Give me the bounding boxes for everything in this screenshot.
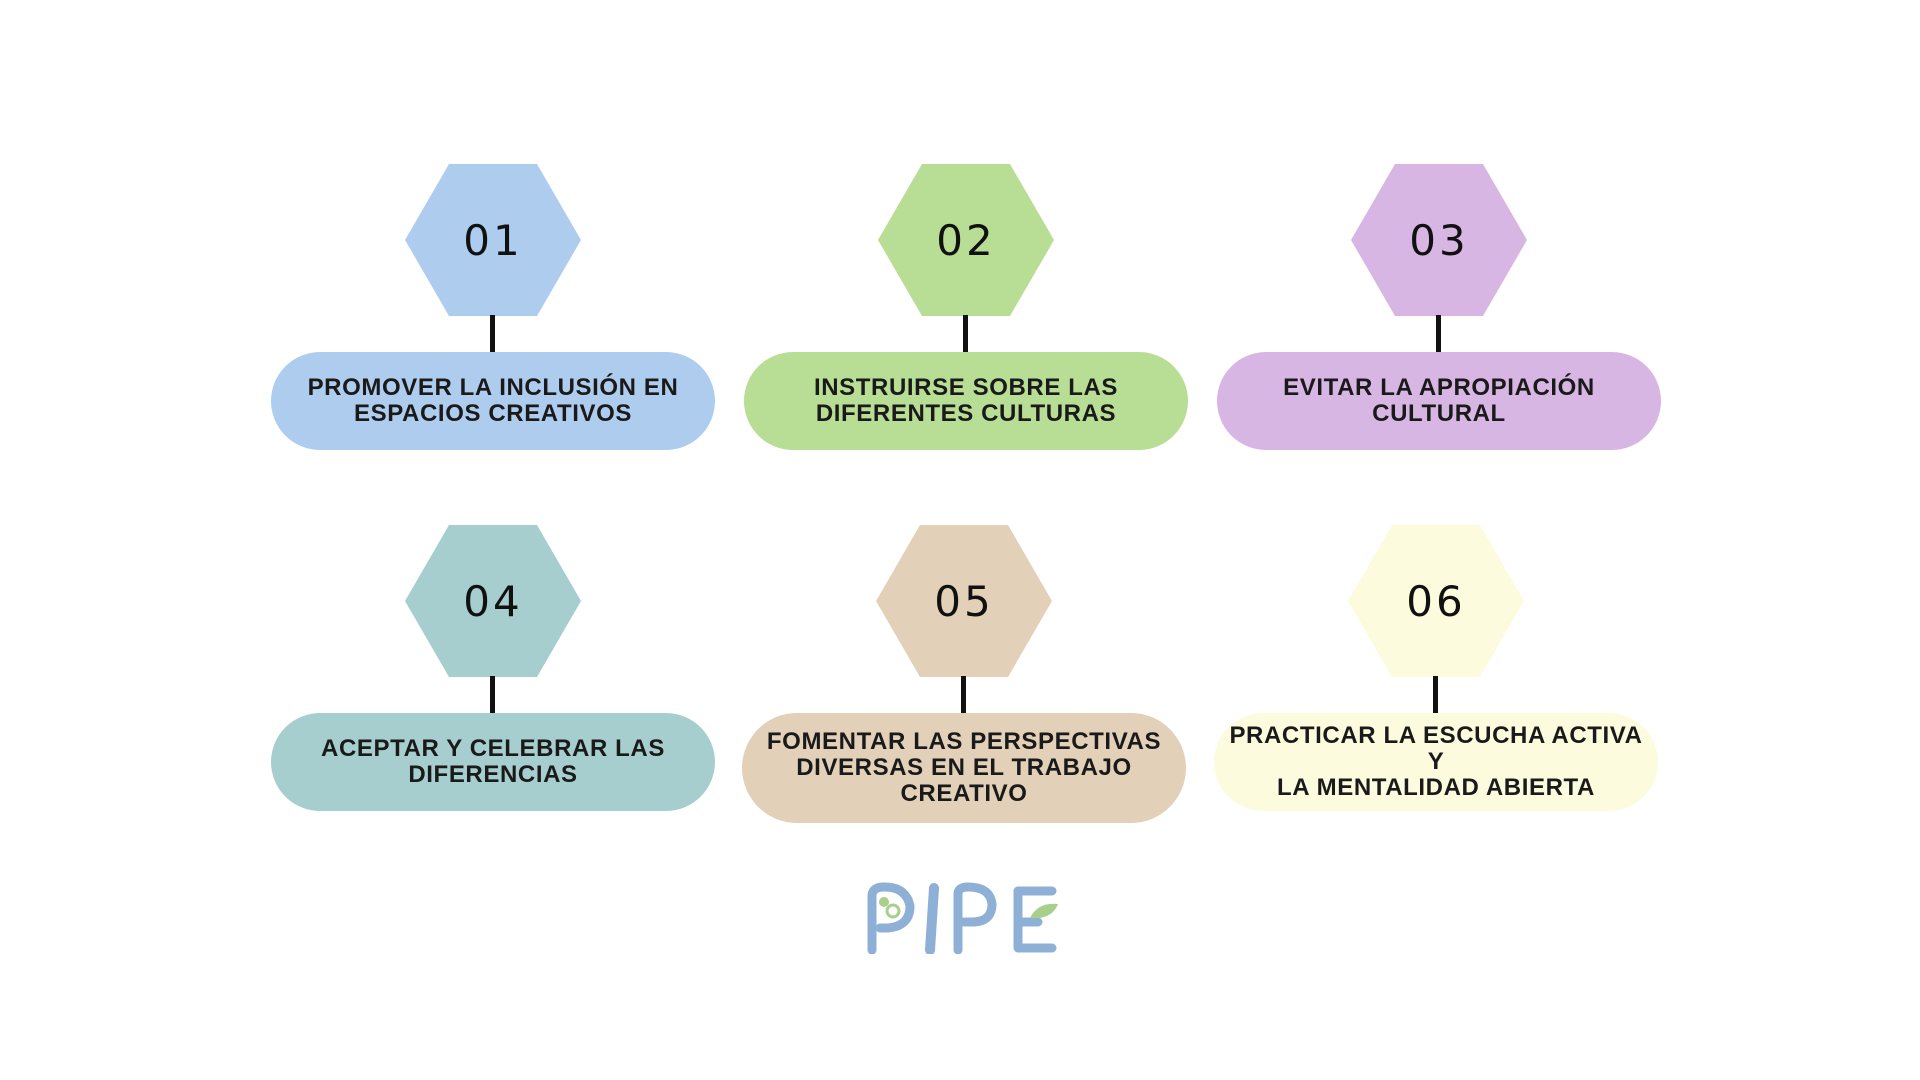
hexagon-badge: 05 [876, 525, 1052, 677]
step-label-pill: ACEPTAR Y CELEBRAR LAS DIFERENCIAS [271, 713, 715, 811]
connector-line [1436, 315, 1441, 353]
hexagon-badge: 06 [1348, 525, 1524, 677]
hexagon-badge: 02 [878, 164, 1054, 316]
step-label: INSTRUIRSE SOBRE LAS DIFERENTES CULTURAS [813, 374, 1119, 427]
step-number: 06 [1406, 576, 1466, 626]
connector-line [963, 315, 968, 353]
leaf-icon [1030, 903, 1058, 919]
logo-figure-body-icon [885, 903, 901, 919]
step-label: EVITAR LA APROPIACIÓN CULTURAL [1283, 374, 1595, 427]
step-label-pill: INSTRUIRSE SOBRE LAS DIFERENTES CULTURAS [744, 352, 1188, 450]
hexagon-badge: 04 [405, 525, 581, 677]
step-label-pill: PRACTICAR LA ESCUCHA ACTIVA Y LA MENTALI… [1214, 713, 1658, 811]
step-label: ACEPTAR Y CELEBRAR LAS DIFERENCIAS [321, 735, 665, 788]
logo-letter-p-icon [867, 882, 915, 954]
logo-letter-p2-icon [953, 882, 997, 954]
connector-line [961, 676, 966, 714]
step-number: 01 [463, 215, 523, 265]
step-number: 04 [463, 576, 523, 626]
hexagon-badge: 03 [1351, 164, 1527, 316]
step-label: FOMENTAR LAS PERSPECTIVAS DIVERSAS EN EL… [766, 728, 1162, 807]
connector-line [1433, 676, 1438, 714]
step-number: 02 [936, 215, 996, 265]
pipe-logo [867, 882, 1058, 954]
connector-line [490, 315, 495, 353]
step-number: 05 [934, 576, 994, 626]
step-label-pill: PROMOVER LA INCLUSIÓN EN ESPACIOS CREATI… [271, 352, 715, 450]
step-label-pill: FOMENTAR LAS PERSPECTIVAS DIVERSAS EN EL… [742, 713, 1186, 823]
step-number: 03 [1409, 215, 1469, 265]
step-label: PRACTICAR LA ESCUCHA ACTIVA Y LA MENTALI… [1229, 722, 1643, 801]
logo-letter-i-icon [925, 883, 939, 954]
logo-letter-e-icon [1013, 886, 1057, 953]
logo-figure-head-icon [879, 897, 889, 907]
step-label: PROMOVER LA INCLUSIÓN EN ESPACIOS CREATI… [307, 374, 679, 427]
step-label-pill: EVITAR LA APROPIACIÓN CULTURAL [1217, 352, 1661, 450]
hexagon-badge: 01 [405, 164, 581, 316]
connector-line [490, 676, 495, 714]
